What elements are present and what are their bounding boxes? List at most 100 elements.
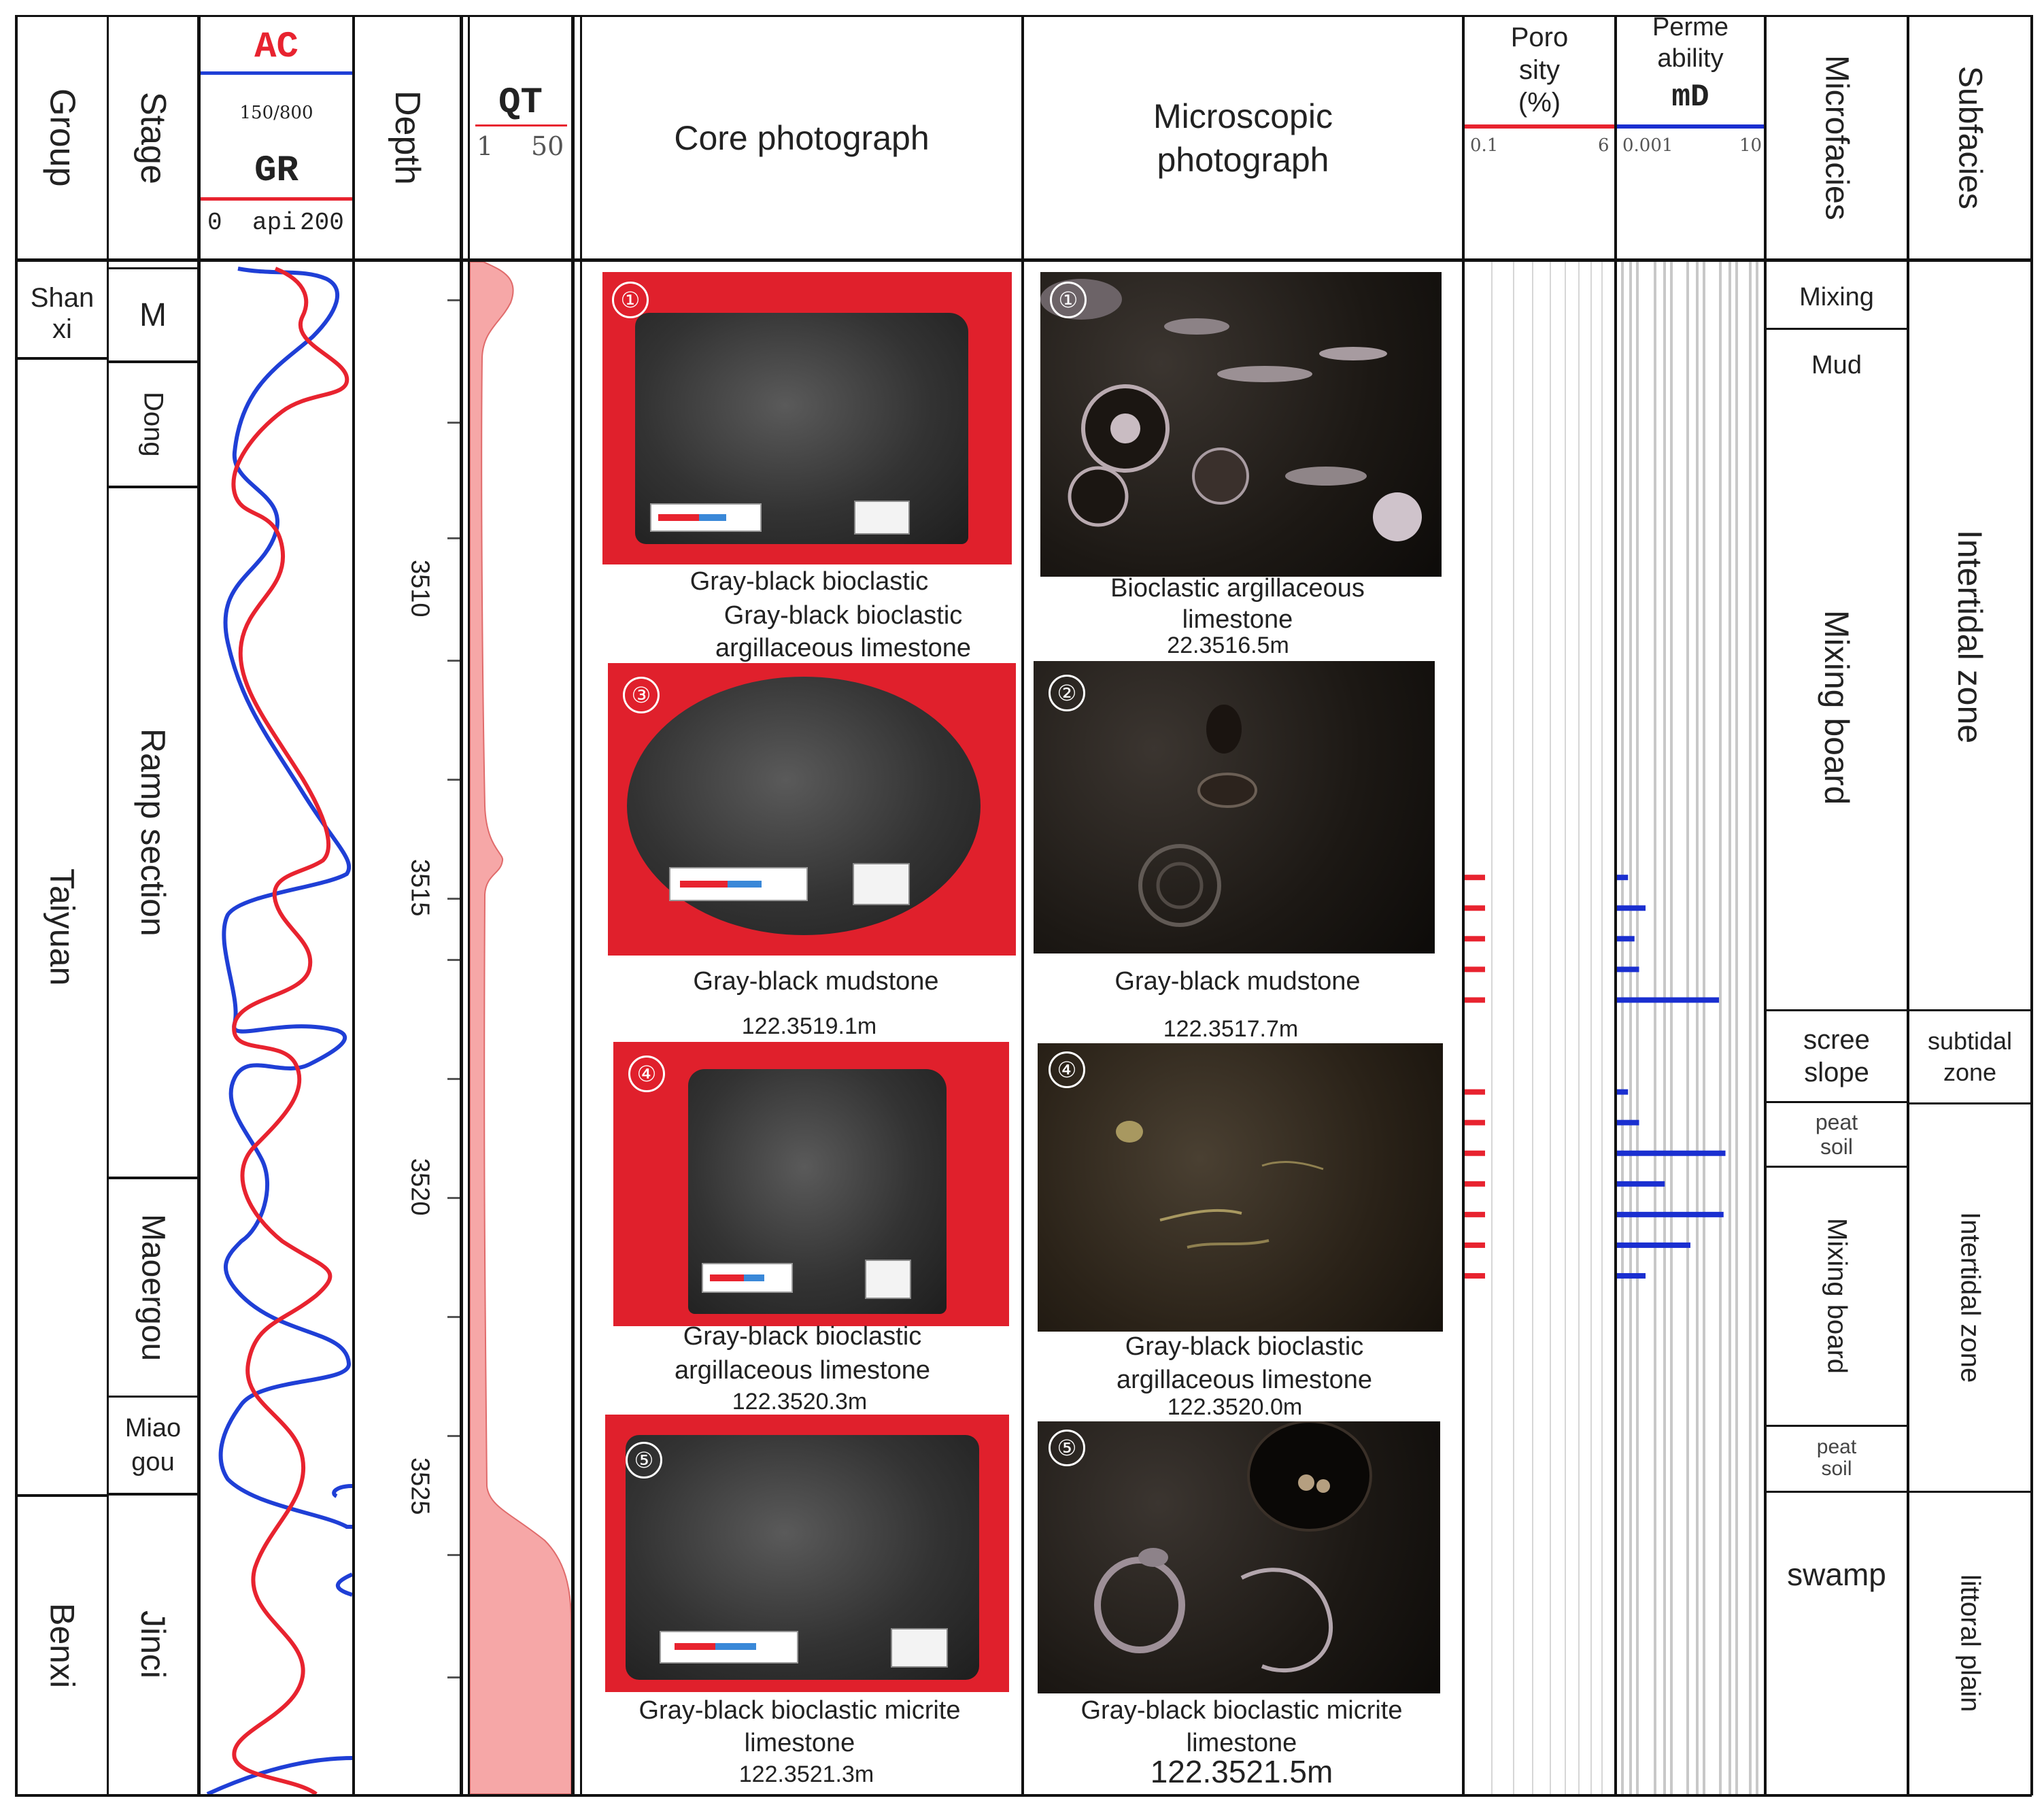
- core-photo-number: ③: [623, 677, 660, 713]
- porosity-bar: [1465, 1181, 1485, 1187]
- microfacies-peat-soil-1: peat soil: [1767, 1103, 1907, 1166]
- subfacies-littoral-plain: littoral plain: [1955, 1574, 1986, 1712]
- core-label-tag: [854, 501, 910, 535]
- porosity-track: [1465, 262, 1603, 1794]
- sf-divider-1: [1909, 1102, 2032, 1104]
- microfacies-mixing-board-1: Mixing board: [1818, 609, 1856, 805]
- group-shanxi-label: Shan xi: [30, 282, 95, 344]
- micro-texture: [1116, 1121, 1324, 1249]
- microfacies-mud: Mud: [1767, 330, 1907, 401]
- permeability-bar: [1617, 1242, 1690, 1248]
- micro-photo-number: ①: [1050, 282, 1087, 318]
- porosity-bar: [1465, 1211, 1485, 1217]
- core-scale-bar: [660, 1631, 798, 1664]
- micro-texture: [1138, 705, 1257, 927]
- core-caption-2a: Gray-black mudstone: [693, 967, 939, 996]
- col-line-2: [197, 15, 201, 1795]
- core-photo-2: ③: [608, 663, 1016, 956]
- stage-top-line: [107, 267, 199, 269]
- header-core: Core photograph: [582, 17, 1021, 258]
- header-ac-gr: AC 150/800 GR 0 api 200: [201, 17, 352, 258]
- mf-divider-2: [1767, 1009, 2032, 1011]
- core-photo-1: ①: [602, 272, 1012, 564]
- group-cell-shanxi: Shan xi: [18, 271, 107, 356]
- depth-tick: [447, 1316, 460, 1318]
- group-taiyuan-label: Taiyuan: [43, 868, 82, 986]
- gr-scale-line: [201, 197, 352, 201]
- depth-tick: [447, 299, 460, 301]
- micro-caption-4a: Gray-black bioclastic micrite: [1080, 1696, 1403, 1725]
- poro-line3: (%): [1518, 88, 1561, 118]
- header-depth-label: Depth: [388, 90, 427, 185]
- porosity-bar: [1465, 1272, 1485, 1279]
- stage-divider-5: [107, 1493, 199, 1496]
- micro-photo-number: ④: [1049, 1051, 1085, 1088]
- header-subfacies-label: Subfacies: [1952, 66, 1988, 209]
- micro-caption-1a: Bioclastic argillaceous: [1110, 574, 1365, 603]
- poro-scale-line: [1465, 124, 1614, 129]
- group-divider-1: [15, 357, 109, 360]
- depth-tick: [447, 1435, 460, 1437]
- depth-label-3525: 3525: [405, 1457, 435, 1515]
- depth-tick: [447, 422, 460, 424]
- core-scale-bar: [702, 1263, 793, 1293]
- core-photo-4: ⑤: [605, 1415, 1009, 1692]
- poro-line2: sity: [1519, 55, 1560, 85]
- micro-caption-3a: Gray-black bioclastic: [1125, 1332, 1364, 1361]
- permeability-bar: [1617, 1211, 1724, 1217]
- micro-caption-2b: 122.3517.7m: [1163, 1016, 1299, 1042]
- col-line-0: [15, 15, 18, 1795]
- permeability-bar: [1617, 875, 1629, 881]
- micro-photo-number: ⑤: [1049, 1430, 1085, 1466]
- depth-tick: [447, 660, 460, 662]
- mf-divider-4: [1767, 1166, 1907, 1168]
- header-group: Group: [18, 17, 107, 258]
- col-line-5a: [571, 15, 575, 1795]
- stage-divider-2: [107, 486, 199, 488]
- depth-tick: [447, 898, 460, 900]
- permeability-bar: [1617, 1150, 1726, 1156]
- permeability-track: [1617, 262, 1758, 1794]
- core-caption-3b: argillaceous limestone: [675, 1356, 930, 1385]
- depth-tick: [447, 1554, 460, 1556]
- header-stage: Stage: [109, 17, 197, 258]
- gr-max: 200: [300, 209, 344, 237]
- header-subfacies: Subfacies: [1909, 17, 2030, 258]
- mf-divider-1: [1767, 328, 1907, 330]
- stage-divider-1: [107, 360, 199, 363]
- permeability-bar: [1617, 1089, 1629, 1095]
- col-line-1: [107, 15, 109, 1795]
- header-gr-label: GR: [254, 150, 299, 192]
- core-caption-1a: Gray-black bioclastic: [689, 567, 929, 596]
- stage-cell-maoergou: Maoergou: [109, 1179, 197, 1396]
- porosity-bar: [1465, 936, 1485, 942]
- stage-cell-dong: Dong: [109, 363, 197, 486]
- header-qt-label: QT: [498, 82, 543, 124]
- perm-scale-line: [1617, 124, 1764, 129]
- core-caption-2b: 122.3519.1m: [741, 1013, 877, 1039]
- gr-unit: api: [252, 209, 296, 237]
- core-caption-1c: argillaceous limestone: [715, 634, 971, 662]
- micro-caption-3b: argillaceous limestone: [1117, 1366, 1372, 1394]
- col-line-8: [1614, 15, 1617, 1795]
- stage-cell-ramp: Ramp section: [109, 488, 197, 1177]
- col-line-6: [1021, 15, 1024, 1795]
- depth-tick: [447, 1197, 460, 1199]
- col-line-4b: [468, 15, 470, 1795]
- stage-dong-label: Dong: [138, 392, 169, 457]
- core-caption-4c: 122.3521.3m: [738, 1761, 874, 1787]
- header-microfacies-label: Microfacies: [1818, 55, 1855, 220]
- subfacies-intertidal-2: Intertidal zone: [1955, 1212, 1986, 1383]
- microfacies-mixing-board-2: Mixing board: [1822, 1218, 1852, 1374]
- header-porosity: Poro sity (%) 0.1 6: [1465, 17, 1614, 258]
- micro-caption-2a: Gray-black mudstone: [1114, 967, 1361, 996]
- mf-divider-5: [1767, 1425, 1907, 1427]
- depth-tick: [447, 779, 460, 781]
- header-ac-label: AC: [254, 27, 299, 68]
- ac-gr-log-track: [206, 267, 352, 1794]
- col-line-4a: [460, 15, 463, 1795]
- perm-line1: Perme: [1652, 13, 1728, 41]
- header-micro-line2: photograph: [1157, 140, 1329, 179]
- header-depth: Depth: [355, 17, 460, 258]
